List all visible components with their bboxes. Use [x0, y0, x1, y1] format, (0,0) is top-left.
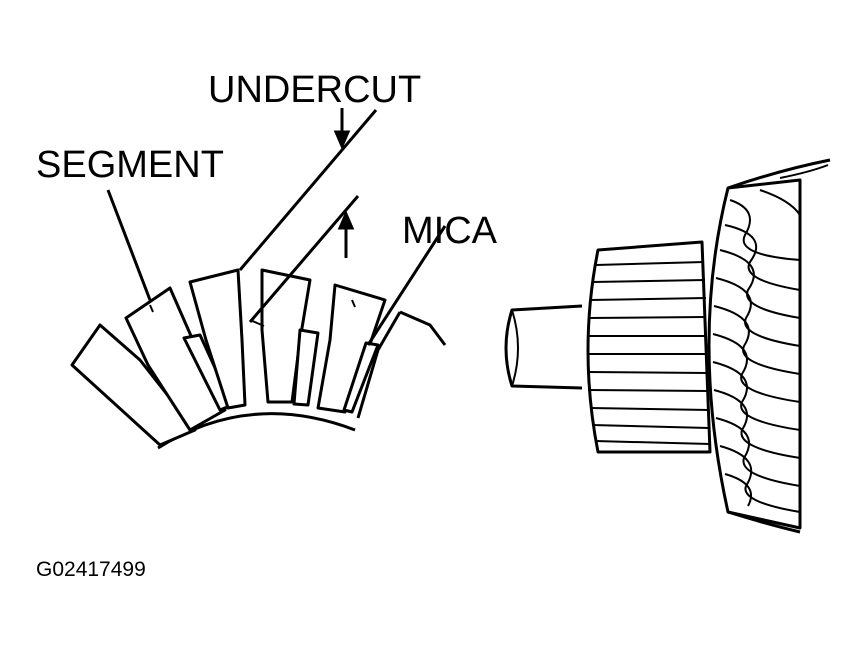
segment-label: SEGMENT [36, 144, 224, 186]
segment-bar [124, 286, 227, 432]
commutator-bars [586, 261, 711, 445]
commutator-segment-closeup [70, 268, 447, 450]
armature-winding-outline [727, 158, 831, 190]
segment-bar [356, 311, 402, 419]
undercut-arrow-up-head [337, 210, 355, 230]
figure-id-label: G02417499 [36, 558, 146, 581]
undercut-leader-lower [248, 195, 360, 323]
segment-bar [399, 310, 447, 346]
mica-label: MICA [402, 210, 498, 252]
undercut-arrow-down-head [333, 130, 351, 150]
segment-leader-line [106, 189, 152, 301]
segment-bar [316, 283, 387, 414]
leader-lines [106, 109, 447, 346]
segment-bar [260, 268, 312, 404]
armature-shaft-edge [511, 309, 519, 387]
segment-bar [188, 268, 247, 410]
armature-assembly [504, 158, 831, 534]
commutator-drum [586, 240, 712, 454]
armature-winding-outline [727, 510, 801, 534]
armature-winding [707, 178, 802, 530]
undercut-label: UNDERCUT [208, 69, 421, 111]
mica-leader-line [366, 225, 447, 346]
segment-tick [351, 299, 356, 308]
undercut-arrows [333, 108, 355, 258]
mica-strip [342, 341, 380, 414]
segment-tick [149, 304, 154, 313]
undercut-leader-upper [238, 109, 378, 271]
winding-wires [712, 164, 829, 513]
mica-strip [292, 328, 320, 407]
